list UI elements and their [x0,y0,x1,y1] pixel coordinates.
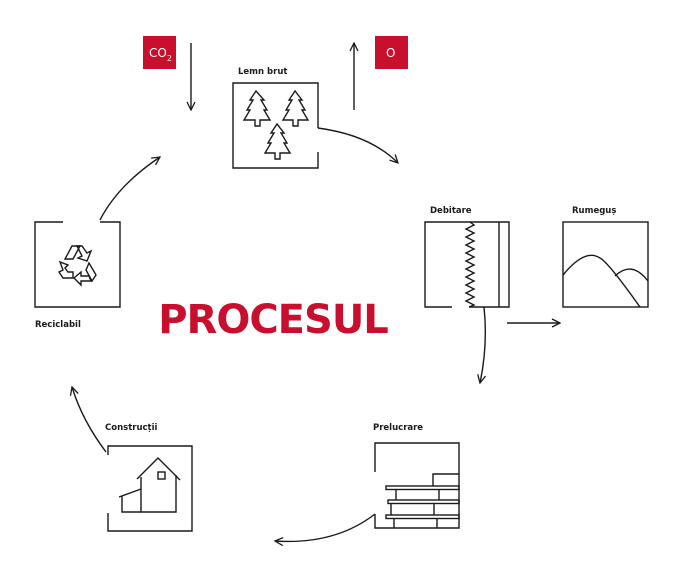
svg-text:O: O [386,46,395,60]
stage-label-constructii: Construcții [105,423,158,433]
oxygen-badge: O [375,36,408,69]
processing-box [374,442,460,529]
co2-badge: CO2 [143,36,176,69]
recycle-box [34,221,121,308]
sawdust-pile-icon [562,254,641,308]
house-icon [118,457,181,513]
flow-arrow-to-reciclabil [72,387,107,453]
saw-icon [464,221,476,308]
stage-label-debitare: Debitare [430,206,472,216]
stage-label-reciclabil: Reciclabil [35,320,81,330]
tree-icon [242,89,310,160]
page-title: PROCESUL [158,297,388,343]
stage-label-prelucrare: Prelucrare [373,423,423,433]
planks-icon [385,473,460,528]
stage-label-rumegus: Rumeguș [572,206,616,216]
flow-arrow-to-constructii [275,513,376,541]
recycle-icon [57,245,97,287]
construction-box [107,445,193,532]
stage-label-lemn-brut: Lemn brut [238,67,287,77]
cutting-box [424,221,510,308]
raw-wood-box [232,82,319,169]
svg-text:CO2: CO2 [149,46,172,63]
flow-arrow-to-debitare [317,127,398,163]
sawdust-box [562,221,649,308]
flow-arrow-to-lemn-brut [99,157,160,221]
flow-arrow-to-prelucrare [480,306,485,383]
